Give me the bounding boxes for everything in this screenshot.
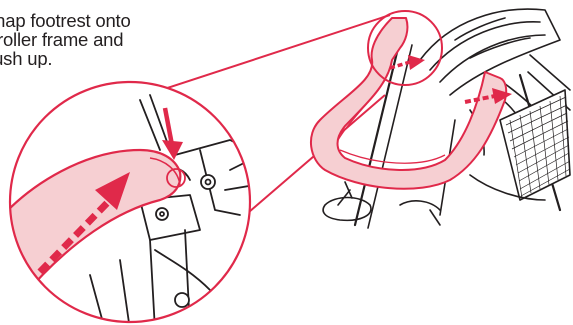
footrest-part [311,18,506,189]
detail-view-content [0,80,260,325]
stroller-frame [323,9,570,228]
